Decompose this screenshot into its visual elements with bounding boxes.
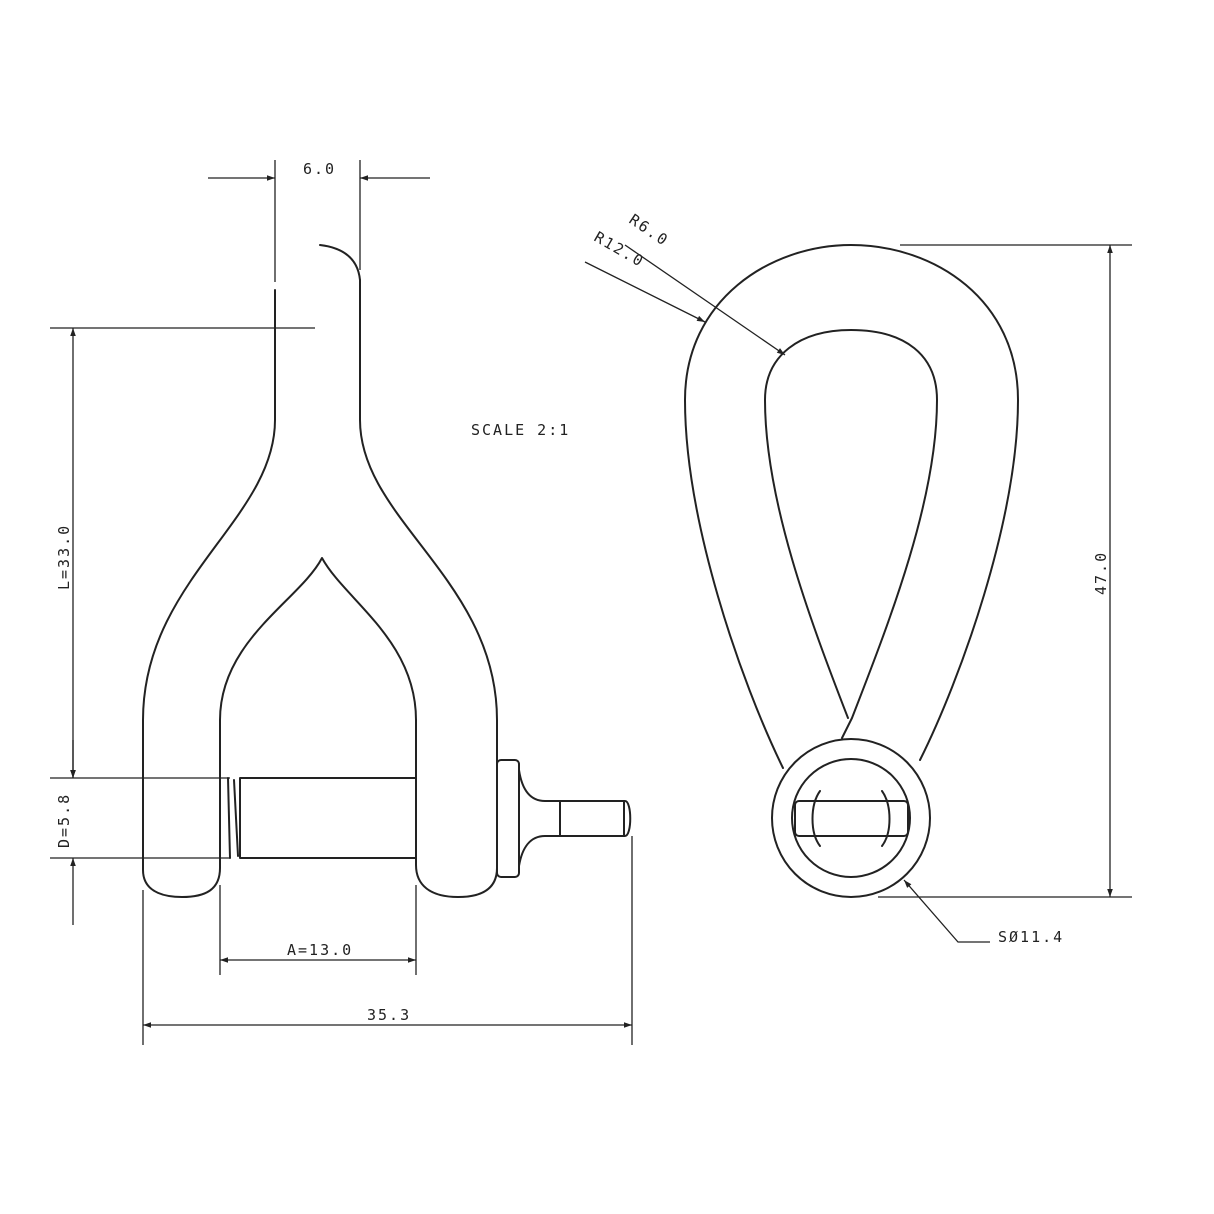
teardrop-outer	[684, 244, 1019, 769]
dim-top-width: 6.0	[303, 160, 336, 178]
dim-height: 47.0	[1092, 551, 1110, 595]
pin-body	[227, 777, 416, 859]
dim-pin-diameter: D=5.8	[55, 793, 73, 848]
shackle-side-view: 47.0 R6.0 R12.0 SØ11.4	[584, 210, 1132, 946]
shackle-body-outer-left	[142, 289, 276, 898]
dim-length: L=33.0	[55, 524, 73, 590]
shackle-body-outer-right	[359, 279, 498, 898]
dim-overall-width: 35.3	[367, 1006, 411, 1024]
shackle-inner-v	[219, 557, 417, 721]
dim-inner-width: A=13.0	[287, 941, 353, 959]
ring-inner	[791, 758, 911, 878]
teardrop-inner	[764, 329, 938, 739]
dim-inner-radius: R6.0	[626, 210, 673, 250]
pin-neck	[518, 769, 632, 867]
scale-label: SCALE 2:1	[471, 421, 570, 439]
ring-outer	[771, 738, 931, 898]
pin-slot-arcs	[811, 790, 891, 847]
shackle-front-view: 6.0 L=33.0 D=5.8 A=13.0 35.3	[50, 160, 633, 1045]
dim-ring-diameter: SØ11.4	[998, 928, 1064, 946]
pin-nut	[496, 759, 520, 878]
pin-slot	[794, 800, 909, 837]
shackle-top-curl	[319, 244, 361, 281]
